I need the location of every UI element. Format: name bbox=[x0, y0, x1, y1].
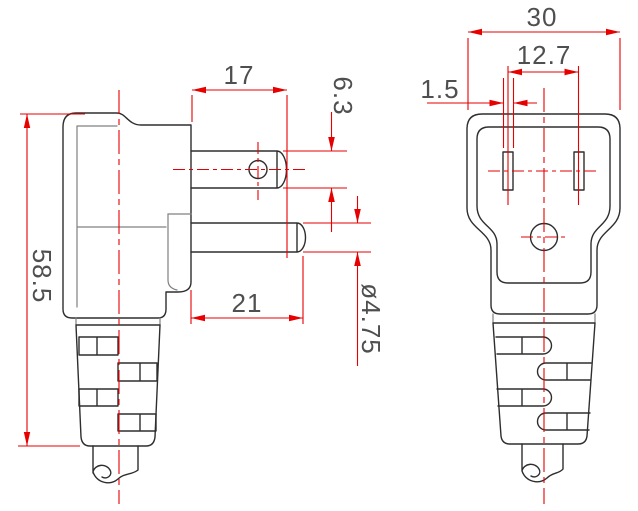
arrowhead bbox=[191, 314, 205, 322]
dim-ground-pin-length-label: 21 bbox=[232, 288, 263, 318]
dim-overall-width-label: 30 bbox=[527, 2, 558, 32]
dim-blade-length-label: 17 bbox=[224, 60, 255, 90]
side-strain-relief-ribs bbox=[78, 336, 158, 432]
front-body-outer bbox=[466, 113, 621, 315]
front-strain-relief bbox=[492, 322, 596, 445]
front-view bbox=[466, 113, 621, 483]
side-body-outline bbox=[62, 112, 192, 319]
arrowhead bbox=[508, 68, 522, 76]
side-cable bbox=[92, 445, 139, 484]
dimension-pin-slot-width: 1.5 bbox=[420, 74, 537, 148]
arrowhead bbox=[23, 114, 31, 128]
arrowhead bbox=[23, 432, 31, 446]
side-body-inner-lines bbox=[76, 125, 192, 308]
dim-pin-spacing-label: 12.7 bbox=[517, 40, 572, 70]
arrowhead bbox=[606, 28, 620, 36]
arrowhead bbox=[192, 86, 206, 94]
arrowhead bbox=[273, 86, 287, 94]
centerlines bbox=[118, 88, 600, 504]
blade-pin-side bbox=[190, 150, 288, 189]
arrowhead bbox=[354, 252, 361, 266]
dimension-ground-pin-diameter: ø4.75 bbox=[303, 196, 386, 366]
dimension-overall-height: 58.5 bbox=[18, 113, 85, 447]
dim-blade-width-label: 6.3 bbox=[328, 76, 358, 115]
front-body-inner bbox=[476, 126, 611, 284]
dim-ground-pin-diameter-label: ø4.75 bbox=[356, 283, 386, 355]
arrowhead bbox=[468, 28, 482, 36]
arrowhead bbox=[328, 188, 335, 202]
arrowhead bbox=[289, 314, 303, 322]
arrowhead bbox=[513, 99, 528, 107]
front-strain-relief-ribs bbox=[495, 336, 592, 431]
arrowhead bbox=[354, 209, 361, 223]
arrowhead bbox=[328, 137, 335, 151]
arrowhead bbox=[564, 68, 579, 76]
dimension-overall-width: 30 bbox=[467, 2, 621, 110]
dimension-blade-width: 6.3 bbox=[283, 76, 358, 232]
ground-pin-side bbox=[190, 222, 307, 253]
side-strain-relief bbox=[75, 324, 161, 447]
arrowhead bbox=[489, 99, 504, 107]
side-collar bbox=[75, 317, 161, 326]
dim-pin-slot-width-label: 1.5 bbox=[420, 74, 459, 104]
dimension-pin-spacing: 12.7 bbox=[507, 40, 580, 205]
side-view bbox=[62, 112, 307, 484]
dimension-ground-pin-length: 21 bbox=[190, 256, 304, 324]
front-cable bbox=[521, 443, 564, 483]
dim-overall-height-label: 58.5 bbox=[27, 249, 57, 304]
front-collar bbox=[492, 313, 596, 324]
dimension-blade-length: 17 bbox=[191, 60, 288, 258]
